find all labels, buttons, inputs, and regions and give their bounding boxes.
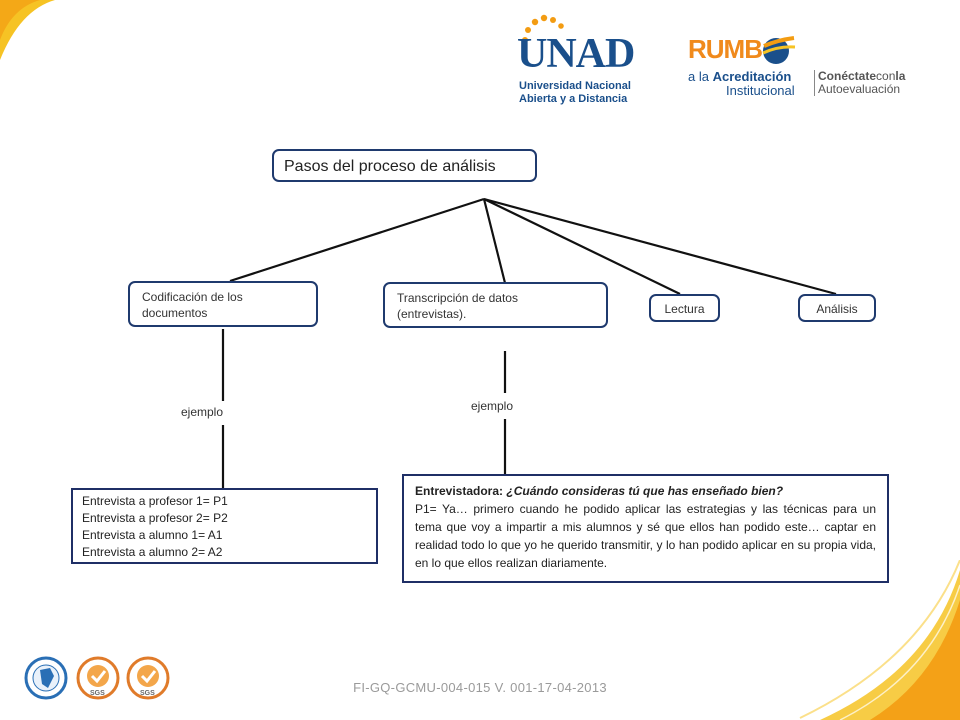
link-label-ejemplo-right: ejemplo <box>469 399 516 413</box>
corner-decoration-top-left <box>0 0 55 60</box>
footer-seals: SGS SGS <box>24 654 174 704</box>
node-analisis: Análisis <box>798 294 876 322</box>
example-box-codes: Entrevista a profesor 1= P1 Entrevista a… <box>71 488 378 564</box>
node-codificacion: Codificación de los documentos <box>128 281 318 327</box>
document-code: FI-GQ-GCMU-004-015 V. 001-17-04-2013 <box>353 680 607 695</box>
example-code-line: Entrevista a alumno 2= A2 <box>82 545 223 559</box>
connector-to-codificacion <box>229 197 485 283</box>
unad-name-line2: Abierta y a Distancia <box>519 93 628 105</box>
connector-to-lectura <box>483 198 681 295</box>
unad-name-line1: Universidad Nacional <box>519 80 631 92</box>
node-analisis-label: Análisis <box>816 302 858 316</box>
example-code-line: Entrevista a profesor 1= P1 <box>82 494 228 508</box>
diagram-title: Pasos del proceso de análisis <box>284 158 496 175</box>
sgs-seal-label: SGS <box>140 690 155 697</box>
rumbo-wordmark: RUMB <box>688 34 763 65</box>
rumbo-tagline-bold2: la <box>895 69 906 83</box>
link-label-ejemplo-left: ejemplo <box>179 405 226 419</box>
rumbo-logo: RUMB a la Acreditación Institucional Con… <box>688 34 928 98</box>
node-lectura: Lectura <box>649 294 720 322</box>
rumbo-line1-prefix: a la <box>688 69 709 84</box>
unad-logo: UNAD Universidad Nacional Abierta y a Di… <box>515 14 645 106</box>
sgs-seal-label: SGS <box>90 690 105 697</box>
example-code-line: Entrevista a profesor 2= P2 <box>82 511 228 525</box>
rumbo-tagline-line2: Autoevaluación <box>818 82 901 96</box>
node-transcripcion: Transcripción de datos (entrevistas). <box>383 282 608 328</box>
sgs-seal-icon <box>126 656 170 700</box>
rumbo-line1-bold: Acreditación <box>712 69 792 84</box>
example-code-line: Entrevista a alumno 1= A1 <box>82 528 223 542</box>
corner-decoration-bottom-right <box>799 560 960 720</box>
diagram-title-node: Pasos del proceso de análisis <box>272 149 537 182</box>
rumbo-wordmark-text: RUMB <box>688 34 763 64</box>
colombia-seal-icon <box>24 656 68 700</box>
rumbo-tagline-bold: Conéctate <box>818 69 877 83</box>
unad-wordmark: UNAD <box>517 31 635 77</box>
example-box-interview: Entrevistadora: ¿Cuándo consideras tú qu… <box>402 474 889 583</box>
interview-speaker: Entrevistadora: <box>415 484 504 498</box>
rumbo-globe-icon <box>762 36 796 64</box>
rumbo-tagline-light: con <box>876 69 896 83</box>
connector-to-transcripcion <box>482 198 507 284</box>
rumbo-divider <box>814 70 815 96</box>
connector-to-analisis <box>483 197 837 296</box>
interview-answer: P1= Ya… primero cuando he podido aplicar… <box>415 502 876 570</box>
node-lectura-label: Lectura <box>664 302 705 316</box>
unad-sun-icon <box>522 14 564 43</box>
interview-question: ¿Cuándo consideras tú que has enseñado b… <box>506 484 784 498</box>
node-codificacion-label: Codificación de los documentos <box>142 290 243 320</box>
node-transcripcion-label: Transcripción de datos (entrevistas). <box>397 291 518 321</box>
rumbo-line2: Institucional <box>726 83 795 98</box>
sgs-seal-icon <box>76 656 120 700</box>
